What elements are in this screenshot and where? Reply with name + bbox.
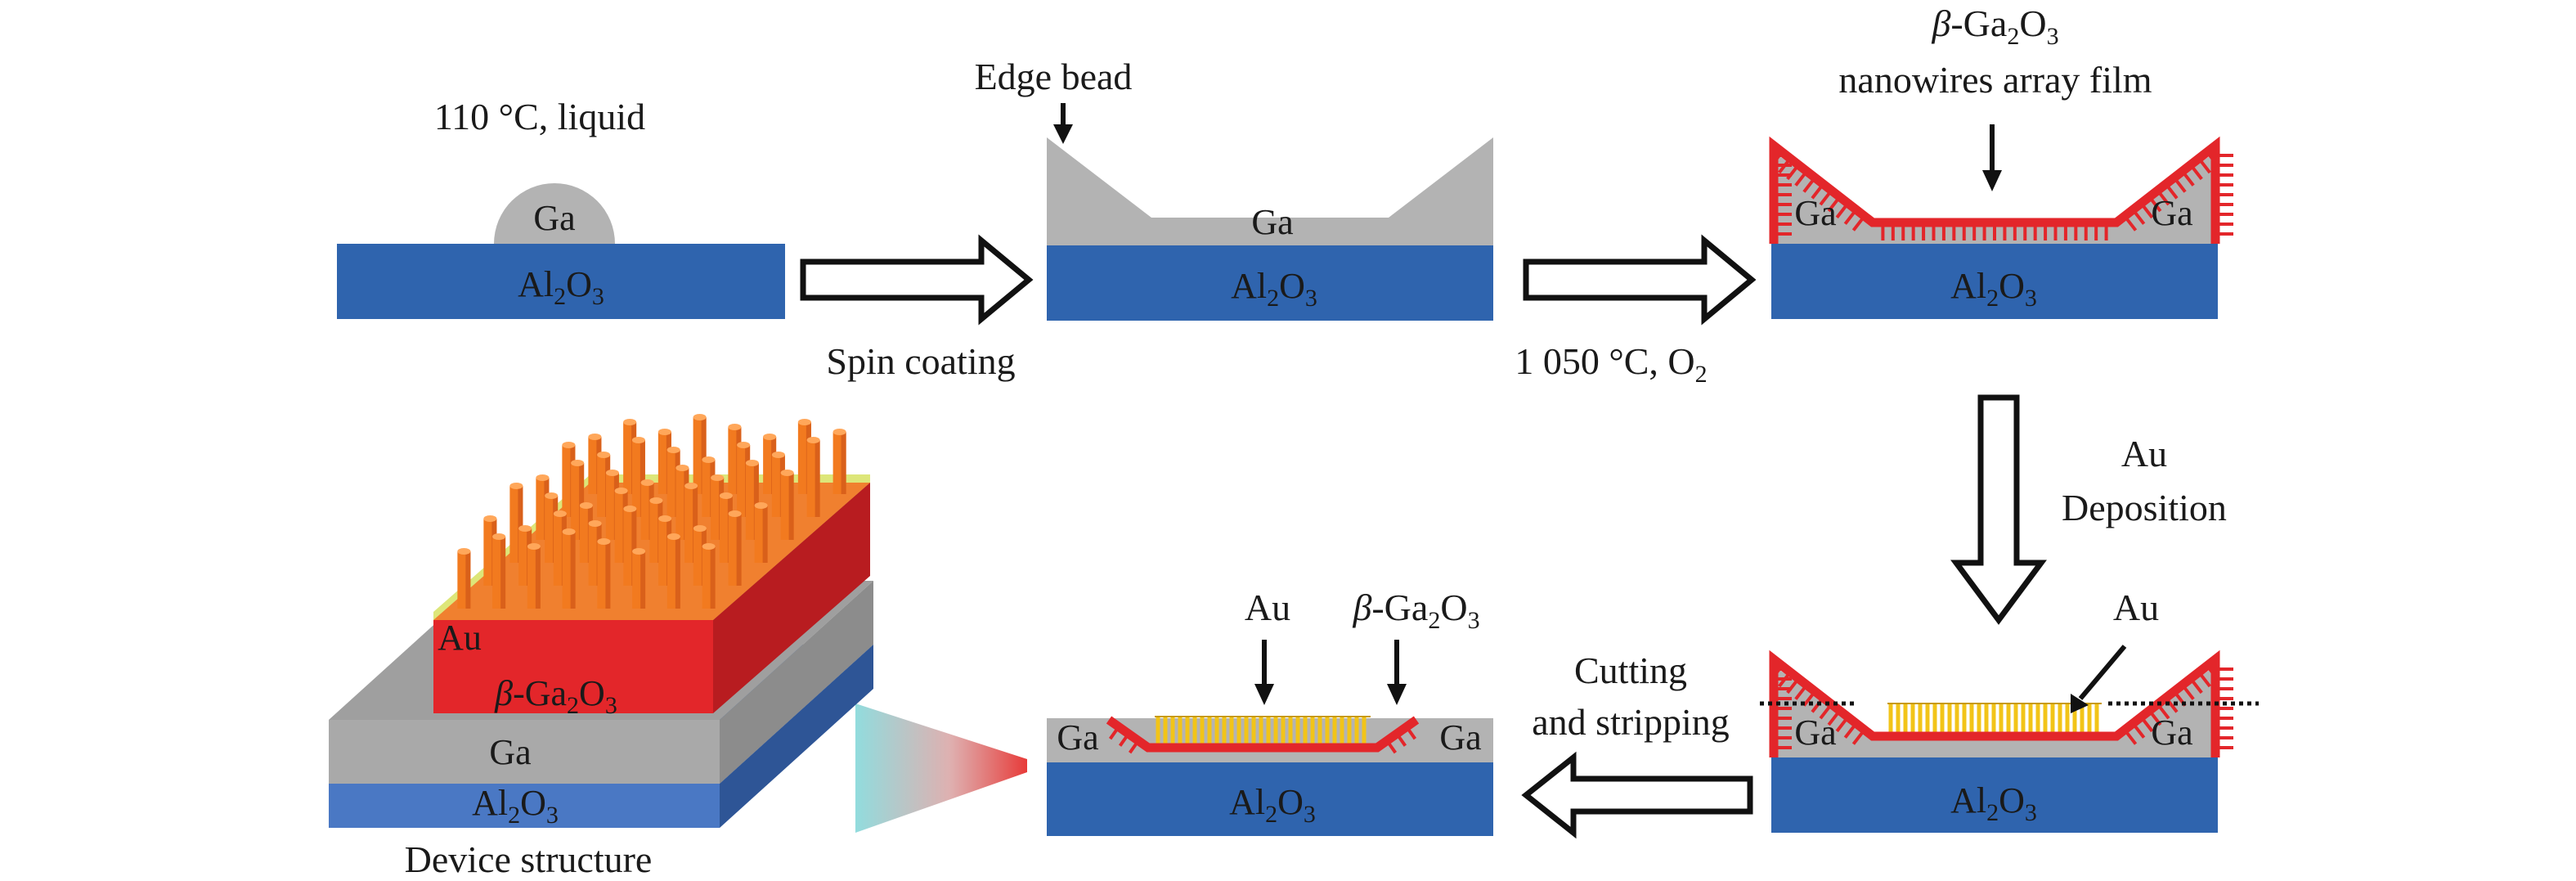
step3-ga2o3-coating xyxy=(1769,136,2220,244)
step1-substrate xyxy=(337,244,785,319)
step3-substrate xyxy=(1771,244,2218,319)
step1-liquid-gallium: Ga Al2O3 110 °C, liquid xyxy=(337,96,785,319)
step5-au-label: Au xyxy=(1245,587,1290,628)
device-ga2o3-side xyxy=(713,483,870,713)
device-al2o3-front xyxy=(329,784,720,828)
step4-ga2o3-coating xyxy=(1769,650,2220,757)
step5-ga2o3-arrow xyxy=(1387,640,1407,705)
nanowires-film-arrow xyxy=(1982,124,2002,191)
step4-ga-right-label: Ga xyxy=(2151,712,2192,753)
device-structure-caption: Device structure xyxy=(405,838,653,880)
step4-substrate xyxy=(1771,757,2218,833)
device-nanowire-pillars xyxy=(457,414,846,609)
step5-beta-ga2o3-label: β-Ga2O3 xyxy=(1352,587,1479,634)
step5-au-arrow xyxy=(1254,640,1274,705)
step5-ga-right-label: Ga xyxy=(1439,717,1481,757)
step4-au-label: Au xyxy=(2113,587,2159,628)
step4-al2o3-label: Al2O3 xyxy=(1950,780,2037,826)
liquid-temperature-label: 110 °C, liquid xyxy=(434,96,645,137)
device-ga-label: Ga xyxy=(489,732,531,772)
step3-ga-left-label: Ga xyxy=(1794,193,1836,233)
device-au-label: Au xyxy=(438,618,482,658)
spin-coating-label: Spin coating xyxy=(826,340,1015,382)
device-ga2o3-label: β-Ga2O3 xyxy=(494,673,617,719)
device-ga-side xyxy=(720,581,873,784)
au-deposition-label-line2: Deposition xyxy=(2062,487,2227,528)
step4-ga-left-label: Ga xyxy=(1794,712,1836,753)
annealing-condition-label: 1 050 °C, O2 xyxy=(1515,340,1707,388)
step4-au-coated-nanowires xyxy=(1887,703,2102,733)
step2-ga-label: Ga xyxy=(1251,202,1293,242)
device-ga-front xyxy=(329,720,720,784)
step2-substrate xyxy=(1047,245,1493,321)
step1-ga-label: Ga xyxy=(533,198,575,238)
step1-al2o3-label: Al2O3 xyxy=(518,264,604,310)
nanowires-film-label: nanowires array film xyxy=(1838,59,2152,101)
step2-spin-coated: Ga Al2O3 Edge bead xyxy=(975,56,1493,321)
edge-bead-arrow xyxy=(1053,103,1073,144)
device-ga2o3-front xyxy=(433,620,713,713)
step3-nanowire-film: Ga Ga Al2O3 β-Ga2O3 nanowires array film xyxy=(1769,2,2233,319)
step3-al2o3-label: Al2O3 xyxy=(1950,266,2037,312)
device-al2o3-label: Al2O3 xyxy=(472,783,559,829)
step5-substrate xyxy=(1047,762,1493,836)
cutting-label-line2: and stripping xyxy=(1532,701,1729,743)
cutting-stripping-arrow xyxy=(1521,751,1753,839)
transition-cone xyxy=(855,703,1027,833)
step5-al2o3-label: Al2O3 xyxy=(1229,782,1316,828)
device-structure-3d: Au β-Ga2O3 Ga Al2O3 Device structure xyxy=(329,414,873,880)
step4-au-arrow xyxy=(2071,645,2127,713)
edge-bead-label: Edge bead xyxy=(975,56,1133,97)
step3-ga-right-label: Ga xyxy=(2151,193,2192,233)
au-deposition-label-line1: Au xyxy=(2121,433,2167,474)
beta-ga2o3-title: β-Ga2O3 xyxy=(1931,2,2058,50)
step5-au-coated-nanowires xyxy=(1155,716,1371,744)
step5-stripped: Ga Ga Al2O3 Au β-Ga2O3 xyxy=(1047,587,1493,836)
device-al2o3-side xyxy=(720,645,873,828)
annealing-arrow xyxy=(1523,234,1757,326)
cutting-label-line1: Cutting xyxy=(1574,650,1687,691)
step5-ga2o3-layer xyxy=(1106,716,1420,753)
step1-gallium-drop xyxy=(494,183,615,244)
step5-ga-left-label: Ga xyxy=(1057,717,1098,757)
step2-gallium-film xyxy=(1047,137,1493,245)
step4-au-deposited: Ga Ga Al2O3 Au xyxy=(1760,587,2259,833)
au-deposition-arrow xyxy=(1950,394,2047,625)
spin-coating-arrow xyxy=(800,234,1034,326)
step2-al2o3-label: Al2O3 xyxy=(1231,266,1317,312)
